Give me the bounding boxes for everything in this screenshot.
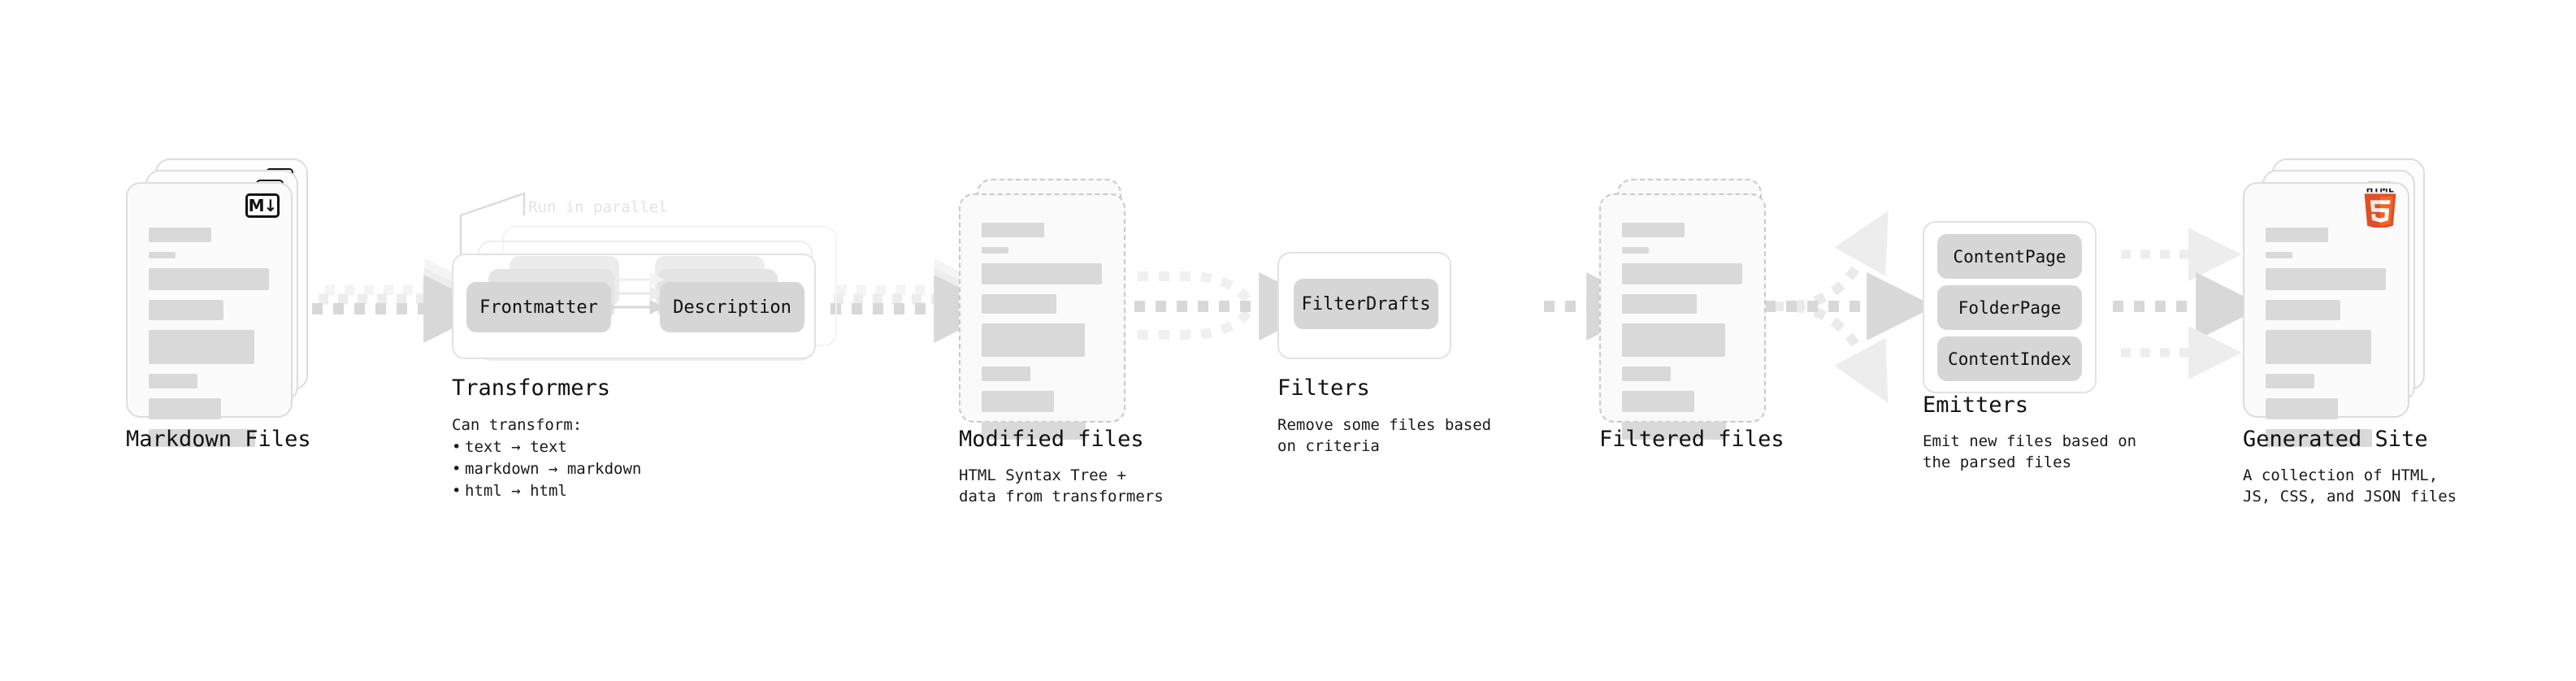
doc-bar	[982, 391, 1055, 412]
generated-site-stack: CSS HTML	[2243, 158, 2438, 447]
run-in-parallel-note: Run in parallel	[528, 198, 668, 216]
doc-bar	[982, 294, 1057, 314]
generated-site-subtitle: A collection of HTML, JS, CSS, and JSON …	[2243, 466, 2457, 505]
filter-chip-filterdrafts[interactable]: FilterDrafts	[1294, 279, 1438, 329]
transformer-chip-frontmatter[interactable]: Frontmatter	[466, 282, 611, 332]
doc-bar	[2266, 300, 2341, 320]
doc-bar	[1622, 263, 1742, 284]
doc-bar	[1622, 247, 1649, 254]
emitters-subtitle: Emit new files based on the parsed files	[1923, 432, 2137, 471]
doc-bar	[149, 398, 222, 419]
transformer-chip-description[interactable]: Description	[660, 282, 804, 332]
doc-content-bars	[1622, 223, 1743, 449]
doc-content-bars	[149, 228, 270, 457]
bullet-item: •text → text	[452, 438, 567, 456]
doc-bar	[982, 323, 1085, 357]
markdown-badge-icon: M↓	[245, 193, 280, 218]
doc-bar	[149, 252, 176, 258]
bullet-label: text → text	[465, 438, 567, 456]
doc-bar	[149, 228, 212, 242]
doc-content-bars	[982, 223, 1103, 449]
filters-title: Filters	[1277, 375, 1370, 401]
modified-files-title: Modified files	[959, 427, 1144, 452]
modified-file-card-front	[959, 193, 1125, 440]
doc-bar	[982, 247, 1008, 254]
generated-site-title: Generated Site	[2243, 427, 2428, 452]
modified-files-stack	[959, 179, 1146, 440]
modified-files-subtitle: HTML Syntax Tree + data from transformer…	[959, 466, 1164, 505]
doc-bar	[2266, 330, 2371, 364]
arrow-markdown-to-transformers	[312, 258, 492, 343]
emitters-title: Emitters	[1923, 393, 2029, 418]
doc-bar	[1622, 367, 1671, 381]
arrow-emitters-to-site	[2113, 228, 2265, 380]
doc-bar	[1622, 391, 1695, 412]
doc-bar	[2266, 252, 2292, 258]
markdown-file-card-front: M↓	[126, 182, 293, 447]
doc-bar	[2266, 228, 2329, 242]
filters-subtitle: Remove some files based on criteria	[1277, 416, 1492, 455]
arrow-transformers-to-modified	[830, 258, 1003, 343]
html5-badge-icon: HTML	[2362, 185, 2398, 230]
filtered-file-card-front	[1599, 193, 1766, 440]
arrow-modified-to-filters	[1134, 271, 1328, 340]
doc-content-bars	[2266, 228, 2387, 457]
doc-bar	[149, 330, 254, 364]
generated-file-card-front: HTML	[2243, 182, 2409, 447]
doc-bar	[982, 263, 1102, 284]
doc-bar	[2266, 374, 2314, 388]
emitter-chip-folderpage[interactable]: FolderPage	[1937, 285, 2082, 330]
filtered-files-stack	[1599, 179, 1786, 440]
doc-bar	[982, 223, 1045, 237]
doc-bar	[2266, 268, 2386, 290]
bullet-item: •html → html	[452, 482, 567, 500]
emitter-chip-contentpage[interactable]: ContentPage	[1937, 234, 2082, 279]
doc-bar	[982, 367, 1030, 381]
transformers-bullets: •text → text •markdown → markdown •html …	[452, 436, 641, 502]
bullet-label: html → html	[465, 482, 567, 500]
doc-bar	[149, 374, 197, 388]
markdown-files-stack: M↓ M↓ M↓	[126, 158, 313, 447]
doc-bar	[2266, 429, 2373, 447]
emitter-chip-contentindex[interactable]: ContentIndex	[1937, 336, 2082, 381]
doc-bar	[982, 422, 1086, 440]
doc-bar	[2266, 398, 2339, 419]
bullet-label: markdown → markdown	[465, 460, 642, 478]
doc-bar	[1622, 323, 1725, 357]
doc-bar	[149, 300, 224, 320]
transformers-subtitle: Can transform:	[452, 416, 583, 434]
doc-bar	[1622, 223, 1685, 237]
bullet-item: •markdown → markdown	[452, 460, 642, 478]
markdown-files-title: Markdown Files	[126, 427, 311, 452]
doc-bar	[1622, 294, 1698, 314]
doc-bar	[1622, 422, 1727, 440]
doc-bar	[149, 429, 256, 447]
doc-bar	[149, 268, 269, 290]
transformers-title: Transformers	[452, 375, 611, 401]
filtered-files-title: Filtered files	[1599, 427, 1785, 452]
